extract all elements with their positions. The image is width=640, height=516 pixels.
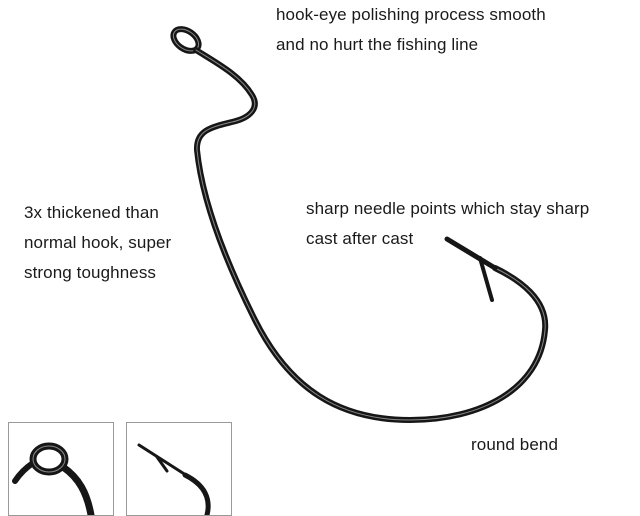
thickness-caption-line-3: strong toughness bbox=[24, 263, 157, 282]
point-caption-line-2: cast after cast bbox=[306, 229, 414, 248]
eye-caption: hook-eye polishing process smooth and no… bbox=[276, 0, 546, 60]
bend-caption: round bend bbox=[471, 430, 558, 460]
hook-point-closeup bbox=[126, 422, 232, 516]
thickness-caption: 3x thickened than normal hook, super str… bbox=[24, 198, 171, 288]
bend-caption-line-1: round bend bbox=[471, 435, 559, 454]
point-caption-line-1: sharp needle points which stay sharp bbox=[306, 199, 590, 218]
point-caption: sharp needle points which stay sharp cas… bbox=[306, 194, 589, 254]
hook-eye-closeup bbox=[8, 422, 114, 516]
eye-caption-line-1: hook-eye polishing process smooth bbox=[276, 5, 546, 24]
thickness-caption-line-1: 3x thickened than bbox=[24, 203, 159, 222]
hook-point-closeup-image bbox=[137, 443, 211, 515]
hook-barb bbox=[478, 256, 494, 302]
hook-point bbox=[444, 236, 498, 271]
thickness-caption-line-2: normal hook, super bbox=[24, 233, 172, 252]
eye-caption-line-2: and no hurt the fishing line bbox=[276, 35, 479, 54]
hook-eye-closeup-image bbox=[12, 442, 95, 515]
